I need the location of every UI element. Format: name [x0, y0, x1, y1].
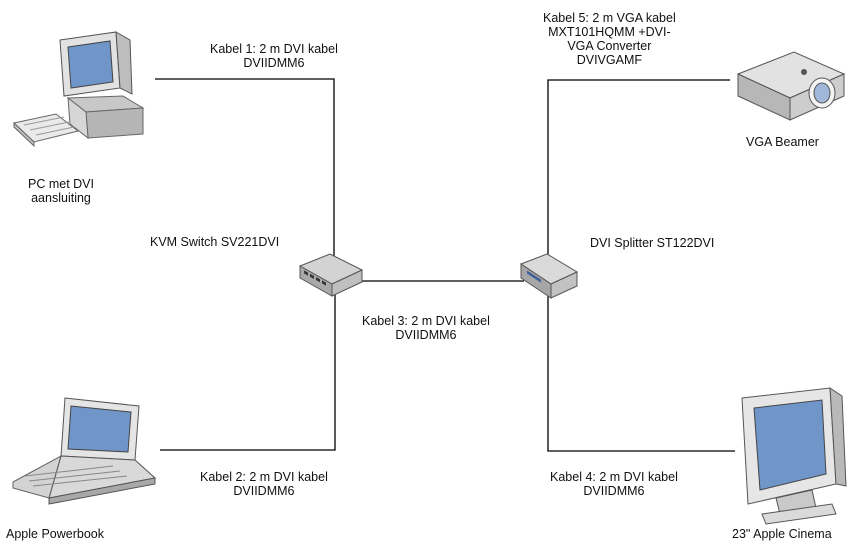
cable-2-label: Kabel 2: 2 m DVI kabel DVIIDMM6 — [200, 470, 328, 498]
laptop-icon — [12, 397, 157, 505]
kvm-label: KVM Switch SV221DVI — [150, 235, 280, 249]
cable-5-label: Kabel 5: 2 m VGA kabel MXT101HQMM +DVI- … — [543, 11, 676, 67]
cable-4-label: Kabel 4: 2 m DVI kabel DVIIDMM6 — [550, 470, 678, 498]
monitor-icon — [741, 387, 847, 525]
cable-3-label: Kabel 3: 2 m DVI kabel DVIIDMM6 — [362, 314, 490, 342]
splitter-label: DVI Splitter ST122DVI — [590, 236, 715, 250]
cable-2-line — [160, 285, 336, 451]
cable-1-line — [155, 78, 335, 265]
desktop-pc-icon — [12, 31, 145, 148]
cable-5-line — [547, 79, 730, 262]
dvi-splitter-icon — [519, 253, 579, 299]
cable-1-label: Kabel 1: 2 m DVI kabel DVIIDMM6 — [210, 42, 338, 70]
projector-label: VGA Beamer — [746, 135, 819, 149]
monitor-label: 23" Apple Cinema — [732, 527, 832, 541]
projector-icon — [736, 51, 846, 121]
laptop-label: Apple Powerbook — [6, 527, 104, 541]
kvm-switch-icon — [298, 253, 364, 297]
pc-label: PC met DVI aansluiting — [28, 177, 94, 205]
cable-4-line — [547, 290, 735, 452]
